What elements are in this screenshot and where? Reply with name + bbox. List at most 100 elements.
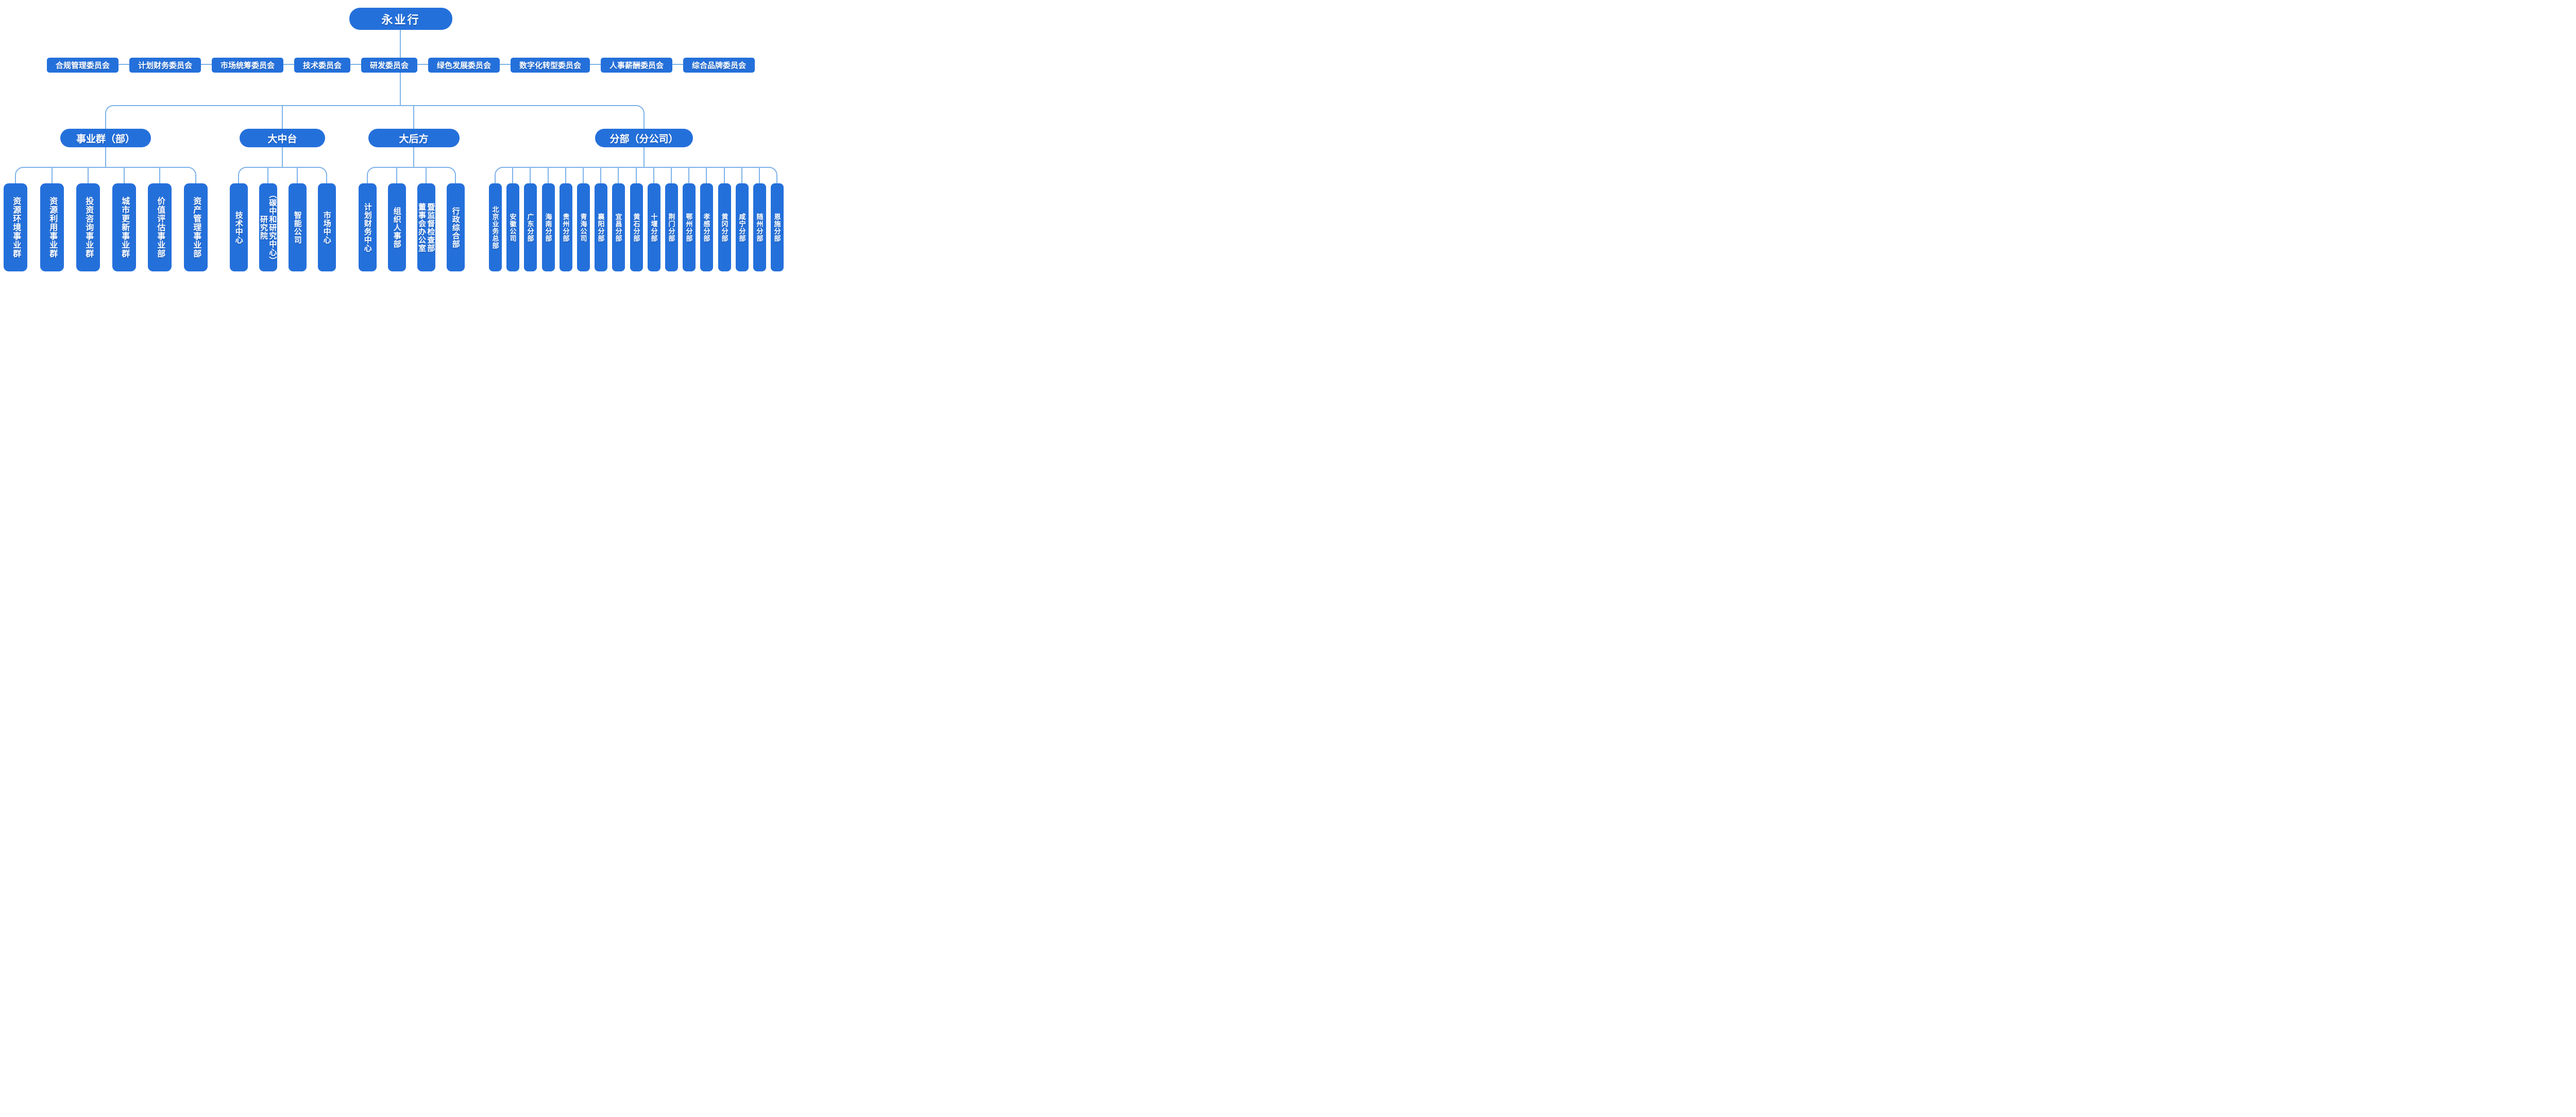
leaf-node[interactable]: 十堰分部 — [647, 183, 660, 271]
leaf-node[interactable]: 资源环境事业群 — [4, 183, 27, 271]
group-stub — [413, 105, 414, 130]
leaf-node[interactable]: 荆门分部 — [665, 183, 678, 271]
leaf-node[interactable]: 组织人事部 — [387, 183, 406, 271]
group-pill[interactable]: 大中台 — [240, 129, 325, 147]
leaf-label: 鄂州分部 — [685, 213, 693, 242]
leaf-node[interactable]: 投资咨询事业群 — [76, 183, 100, 271]
leaf-label: 黄石分部 — [632, 213, 640, 242]
leaf-stub — [530, 167, 531, 184]
leaf-label: 贵州分部 — [562, 213, 570, 242]
leaf-label: 价值评估事业部 — [156, 197, 165, 258]
pill-stub — [643, 147, 645, 168]
leaf-stub — [600, 167, 601, 184]
leaf-label: 资源利用事业群 — [48, 197, 57, 258]
group-stub — [282, 105, 283, 130]
leaf-label: 广东分部 — [526, 213, 534, 242]
committee-node[interactable]: 研发委员会 — [361, 58, 417, 73]
leaf-node[interactable]: 青海公司 — [577, 183, 590, 271]
group-rail — [15, 167, 196, 185]
leaf-node[interactable]: 随州分部 — [753, 183, 766, 271]
leaf-stub — [88, 167, 89, 184]
leaf-stub — [267, 167, 268, 184]
leaf-node[interactable]: 襄阳分部 — [594, 183, 607, 271]
committee-node[interactable]: 绿色发展委员会 — [428, 58, 500, 73]
leaf-stub — [688, 167, 689, 184]
leaf-label: 宜昌分部 — [614, 213, 622, 242]
leaf-stub — [759, 167, 760, 184]
leaf-stub — [671, 167, 672, 184]
leaf-node[interactable]: 价值评估事业部 — [148, 183, 172, 271]
group-pill[interactable]: 事业群（部） — [60, 129, 151, 147]
pill-stub — [282, 147, 283, 168]
leaf-stub — [653, 167, 654, 184]
leaf-node[interactable]: 恩施分部 — [770, 183, 784, 271]
committee-node[interactable]: 计划财务委员会 — [129, 58, 201, 73]
pill-stub — [413, 147, 414, 168]
level1-rail — [105, 105, 645, 131]
committee-node[interactable]: 数字化转型委员会 — [511, 58, 590, 73]
leaf-label: 计划财务中心 — [363, 202, 372, 252]
leaf-label: 十堰分部 — [650, 213, 658, 242]
leaf-stub — [583, 167, 584, 184]
committee-node[interactable]: 市场统筹委员会 — [211, 58, 283, 73]
leaf-node[interactable]: 研究院 （碳中和研究中心） — [259, 183, 277, 271]
leaf-label: 孝感分部 — [702, 213, 710, 242]
root-node[interactable]: 永业行 — [349, 8, 452, 30]
leaf-node[interactable]: 广东分部 — [523, 183, 537, 271]
leaf-label: 组织人事部 — [392, 207, 401, 248]
org-chart: 永业行 合规管理委员会计划财务委员会市场统筹委员会技术委员会研发委员会绿色发展委… — [0, 0, 802, 279]
leaf-label: 荆门分部 — [667, 213, 675, 242]
leaf-label: 海南分部 — [544, 213, 552, 242]
leaf-label: 黄冈分部 — [720, 213, 728, 242]
leaf-label: 研究院 （碳中和研究中心） — [259, 190, 277, 265]
group-pill[interactable]: 大后方 — [368, 129, 460, 147]
leaf-node[interactable]: 城市更新事业群 — [112, 183, 136, 271]
leaf-stub — [396, 167, 397, 184]
leaf-node[interactable]: 鄂州分部 — [682, 183, 696, 271]
leaf-label: 投资咨询事业群 — [84, 197, 93, 258]
committee-node[interactable]: 合规管理委员会 — [46, 58, 118, 73]
leaf-stub — [297, 167, 298, 184]
leaf-node[interactable]: 贵州分部 — [559, 183, 572, 271]
leaf-label: 襄阳分部 — [597, 213, 605, 242]
leaf-node[interactable]: 资源利用事业群 — [40, 183, 64, 271]
leaf-stub — [741, 167, 742, 184]
leaf-node[interactable]: 董事会办公室 暨监督检查部 — [417, 183, 435, 271]
leaf-label: 北京业务总部 — [491, 205, 499, 249]
leaf-node[interactable]: 孝感分部 — [700, 183, 713, 271]
group-rail — [238, 167, 327, 185]
leaf-node[interactable]: 行政综合部 — [446, 183, 465, 271]
committee-node[interactable]: 技术委员会 — [294, 58, 350, 73]
leaf-label: 技术中心 — [234, 211, 243, 244]
leaf-node[interactable]: 海南分部 — [541, 183, 555, 271]
leaf-node[interactable]: 安徽公司 — [506, 183, 519, 271]
leaf-node[interactable]: 资产管理事业部 — [184, 183, 208, 271]
leaf-node[interactable]: 黄石分部 — [630, 183, 643, 271]
leaf-label: 董事会办公室 暨监督检查部 — [417, 202, 435, 252]
leaf-node[interactable]: 计划财务中心 — [358, 183, 377, 271]
leaf-stub — [636, 167, 637, 184]
leaf-label: 咸宁分部 — [738, 213, 746, 242]
leaf-stub — [426, 167, 427, 184]
pill-stub — [105, 147, 106, 168]
leaf-stub — [618, 167, 619, 184]
leaf-stub — [706, 167, 707, 184]
group-rail — [367, 167, 456, 185]
leaf-label: 资产管理事业部 — [192, 197, 201, 258]
leaf-label: 城市更新事业群 — [120, 197, 129, 258]
committee-node[interactable]: 综合品牌委员会 — [683, 58, 755, 73]
leaf-node[interactable]: 智能公司 — [288, 183, 307, 271]
leaf-label: 资源环境事业群 — [11, 197, 21, 258]
leaf-node[interactable]: 技术中心 — [229, 183, 248, 271]
leaf-label: 行政综合部 — [451, 207, 460, 248]
committee-node[interactable]: 人事薪酬委员会 — [601, 58, 673, 73]
leaf-stub — [124, 167, 125, 184]
leaf-label: 青海公司 — [579, 213, 587, 242]
leaf-node[interactable]: 北京业务总部 — [488, 183, 502, 271]
group-pill[interactable]: 分部（分公司） — [595, 129, 693, 147]
leaf-label: 市场中心 — [322, 211, 331, 244]
leaf-node[interactable]: 市场中心 — [317, 183, 336, 271]
leaf-node[interactable]: 黄冈分部 — [718, 183, 731, 271]
leaf-node[interactable]: 咸宁分部 — [735, 183, 749, 271]
leaf-node[interactable]: 宜昌分部 — [612, 183, 625, 271]
